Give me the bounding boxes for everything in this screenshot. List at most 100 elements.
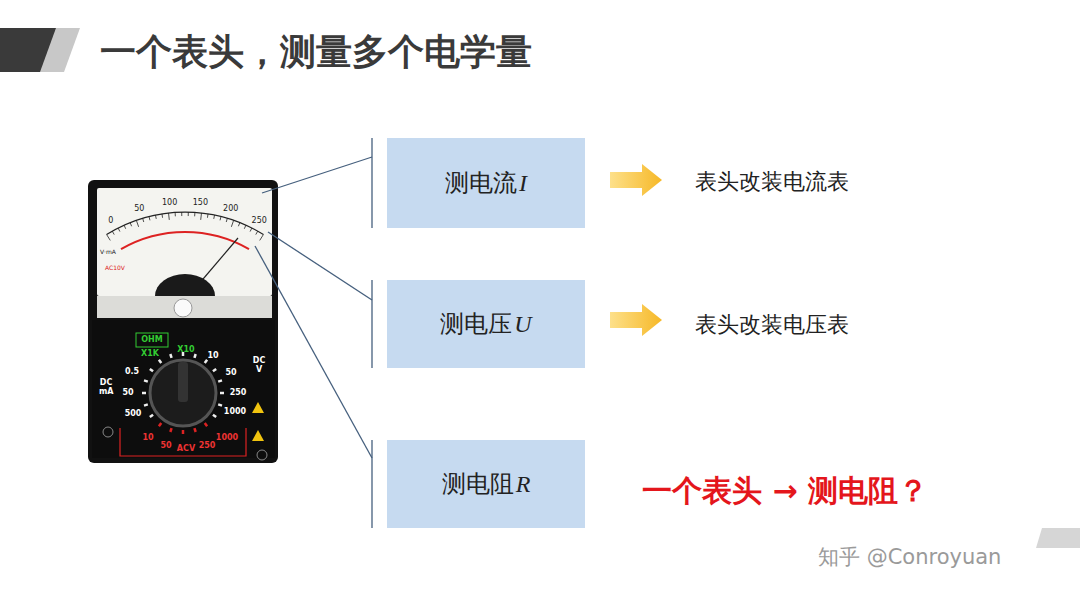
dial-tick [194, 354, 195, 358]
range-label: 0.5 [125, 368, 139, 377]
result-text: 表头改装电流表 [695, 170, 849, 194]
title-bar-accent [40, 28, 80, 72]
terminal-symbol [103, 427, 113, 437]
scale-tick [175, 212, 176, 216]
scale-tick [112, 231, 114, 234]
scale-tick [250, 228, 252, 232]
range-label: X10 [177, 346, 194, 355]
scale-number: 0 [108, 216, 113, 225]
dial-tick [220, 392, 224, 395]
dial-tick [218, 404, 222, 405]
warning-icon [252, 430, 264, 441]
scale-tick [256, 231, 258, 234]
ohm-frame [136, 333, 168, 347]
scale-tick [194, 212, 195, 216]
leader-line [255, 246, 372, 458]
dial-tick [159, 360, 161, 363]
range-label: 50 [160, 442, 171, 451]
scale-tick [130, 223, 131, 227]
scale-tick [213, 215, 215, 219]
bracket-line [371, 138, 372, 228]
dial-tick [218, 380, 222, 381]
bracket-line [371, 280, 372, 368]
acv-bracket [120, 428, 246, 456]
dial-tick [159, 423, 161, 426]
scale-tick [168, 213, 170, 220]
slide-title: 一个表头，测量多个电学量 [100, 30, 532, 73]
watermark: 知乎 @Conroyuan [818, 546, 1001, 569]
scale-number: 250 [252, 216, 267, 225]
dial-tick [150, 369, 153, 371]
bracket-line [371, 440, 372, 528]
dial-tick [213, 415, 216, 417]
dial-tick [150, 415, 153, 417]
scale-tick [220, 216, 222, 220]
dial-tick [170, 354, 171, 358]
corner-decor [1036, 528, 1080, 548]
leader-line [262, 157, 372, 193]
scale-tick [143, 218, 144, 222]
scale-tick [155, 215, 157, 219]
scale-tick [188, 212, 189, 216]
scale-number: 200 [223, 204, 238, 213]
scale-ticks [107, 212, 264, 240]
result-text: 表头改装电压表 [695, 313, 849, 337]
meter-body [88, 180, 278, 463]
scale-number: 100 [162, 198, 177, 207]
scale-unit: AC10V [105, 265, 125, 272]
scale-tick [124, 225, 126, 229]
range-label: OHM [141, 336, 162, 345]
box-label: 测电压U [440, 310, 531, 339]
adjust-screw [174, 299, 192, 317]
dial-tick [142, 392, 146, 395]
range-label: 10 [207, 352, 218, 361]
dial-tick [205, 423, 207, 426]
range-label: 250 [199, 442, 216, 451]
range-label: 250 [230, 389, 247, 398]
box-label: 测电阻R [442, 470, 531, 499]
scale-tick [226, 218, 227, 222]
range-label: DC mA [99, 379, 113, 397]
leader-line [268, 232, 372, 300]
dial-tick [170, 428, 171, 432]
dial-ticks [142, 352, 224, 434]
dial-tick [144, 380, 148, 381]
scale-tick [118, 228, 120, 232]
range-label: 1000 [224, 408, 246, 417]
measure-box: 测电阻R [387, 440, 585, 528]
scale-arc-red [121, 232, 249, 249]
question-text: 一个表头 → 测电阻？ [642, 474, 928, 507]
dial-panel [92, 320, 275, 458]
scale-tick [200, 213, 202, 220]
range-label: 10 [142, 434, 153, 443]
dial-tick [213, 369, 216, 371]
scale-unit: V·mA [100, 249, 116, 256]
selector-knob [150, 360, 216, 426]
meter-face [97, 188, 272, 296]
range-label: ACV [177, 445, 195, 454]
scale-tick [260, 234, 264, 240]
terminal-symbol [257, 450, 267, 460]
scale-number: 150 [193, 198, 208, 207]
pivot-housing [155, 274, 215, 296]
meter-bezel [97, 296, 272, 318]
scale-number: 50 [134, 204, 144, 213]
warning-icon [252, 402, 264, 413]
multimeter-illustration [88, 180, 278, 463]
range-label: 50 [122, 389, 133, 398]
block-arrow [610, 164, 662, 196]
dial-tick [205, 360, 207, 363]
dial-tick [144, 404, 148, 405]
range-label: DC V [252, 357, 266, 375]
scale-tick [244, 225, 246, 229]
scale-tick [161, 214, 163, 218]
scale-tick [181, 212, 182, 216]
range-label: 500 [125, 410, 142, 419]
scale-tick [207, 214, 209, 218]
range-label: 1000 [216, 434, 238, 443]
dial-tick [182, 430, 185, 434]
scale-tick [231, 220, 233, 227]
box-label: 测电流I [445, 169, 527, 198]
measure-box: 测电流I [387, 138, 585, 228]
block-arrow [610, 304, 662, 336]
